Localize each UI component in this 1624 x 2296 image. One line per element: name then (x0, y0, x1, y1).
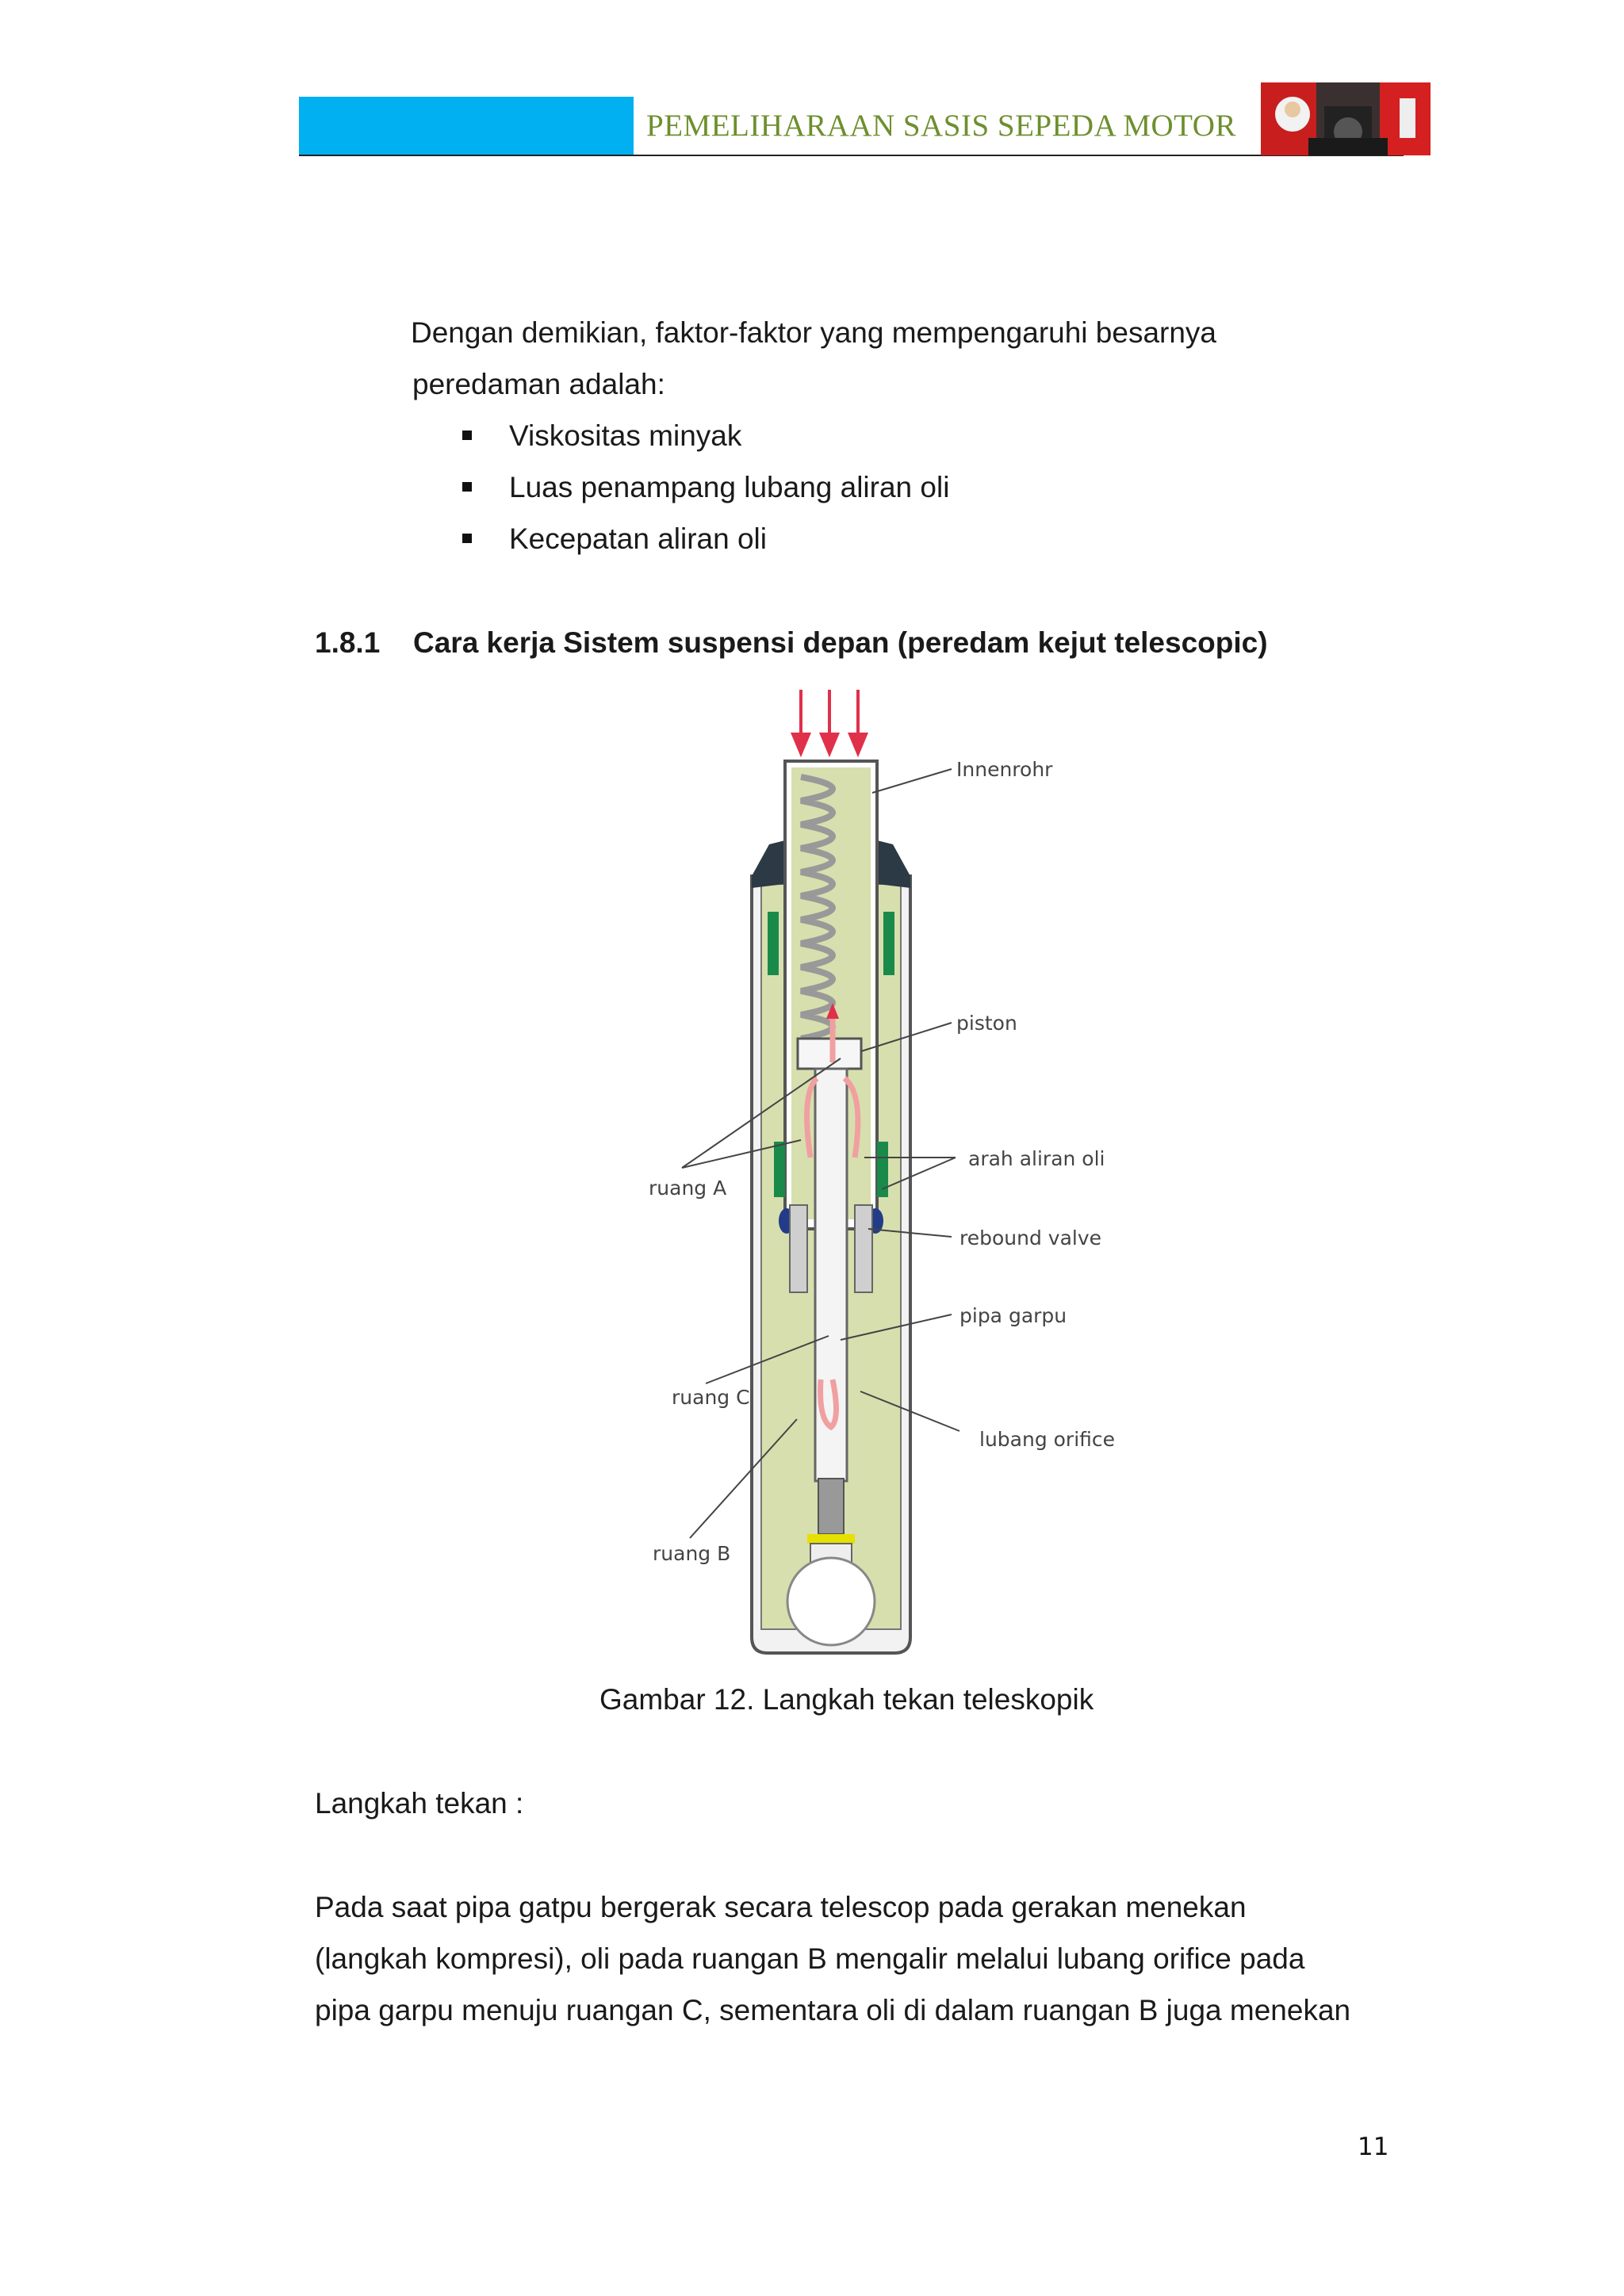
section-title: Cara kerja Sistem suspensi depan (pereda… (413, 628, 1268, 657)
bullet-item: Viskositas minyak (509, 421, 741, 450)
label-ruang-b: ruang B (653, 1542, 730, 1565)
body-paragraph-line-3: pipa garpu menuju ruangan C, sementara o… (315, 1996, 1350, 2025)
bullet-icon (462, 534, 472, 543)
telescopic-fork-diagram: Innenrohr piston arah aliran oli ruang A… (603, 682, 1158, 1657)
header-photo (1261, 82, 1431, 155)
page-number: 11 (1358, 2133, 1388, 2161)
label-innenrohr: Innenrohr (956, 758, 1053, 781)
piston-icon (798, 1039, 861, 1069)
label-rebound-valve: rebound valve (959, 1226, 1101, 1249)
label-lubang-orifice: lubang orifice (979, 1428, 1115, 1451)
intro-line-2: peredaman adalah: (412, 369, 665, 399)
label-ruang-a: ruang A (649, 1177, 726, 1200)
label-arah-aliran-oli: arah aliran oli (968, 1147, 1105, 1170)
intro-line-1: Dengan demikian, faktor-faktor yang memp… (411, 318, 1216, 347)
label-ruang-c: ruang C (672, 1386, 750, 1409)
bullet-icon (462, 430, 472, 440)
body-paragraph-line-1: Pada saat pipa gatpu bergerak secara tel… (315, 1892, 1247, 1922)
label-pipa-garpu: pipa garpu (959, 1304, 1067, 1327)
header-accent-bar (299, 97, 634, 155)
label-piston: piston (956, 1012, 1017, 1035)
bullet-icon (462, 482, 472, 492)
header-title: PEMELIHARAAN SASIS SEPEDA MOTOR (646, 108, 1236, 144)
figure-caption: Gambar 12. Langkah tekan teleskopik (599, 1685, 1094, 1714)
section-number: 1.8.1 (315, 628, 380, 657)
header-rule (299, 155, 1404, 156)
body-paragraph-line-2: (langkah kompresi), oli pada ruangan B m… (315, 1944, 1304, 1973)
bullet-item: Kecepatan aliran oli (509, 524, 767, 553)
body-subheading: Langkah tekan : (315, 1789, 523, 1818)
bullet-item: Luas penampang lubang aliran oli (509, 473, 949, 502)
